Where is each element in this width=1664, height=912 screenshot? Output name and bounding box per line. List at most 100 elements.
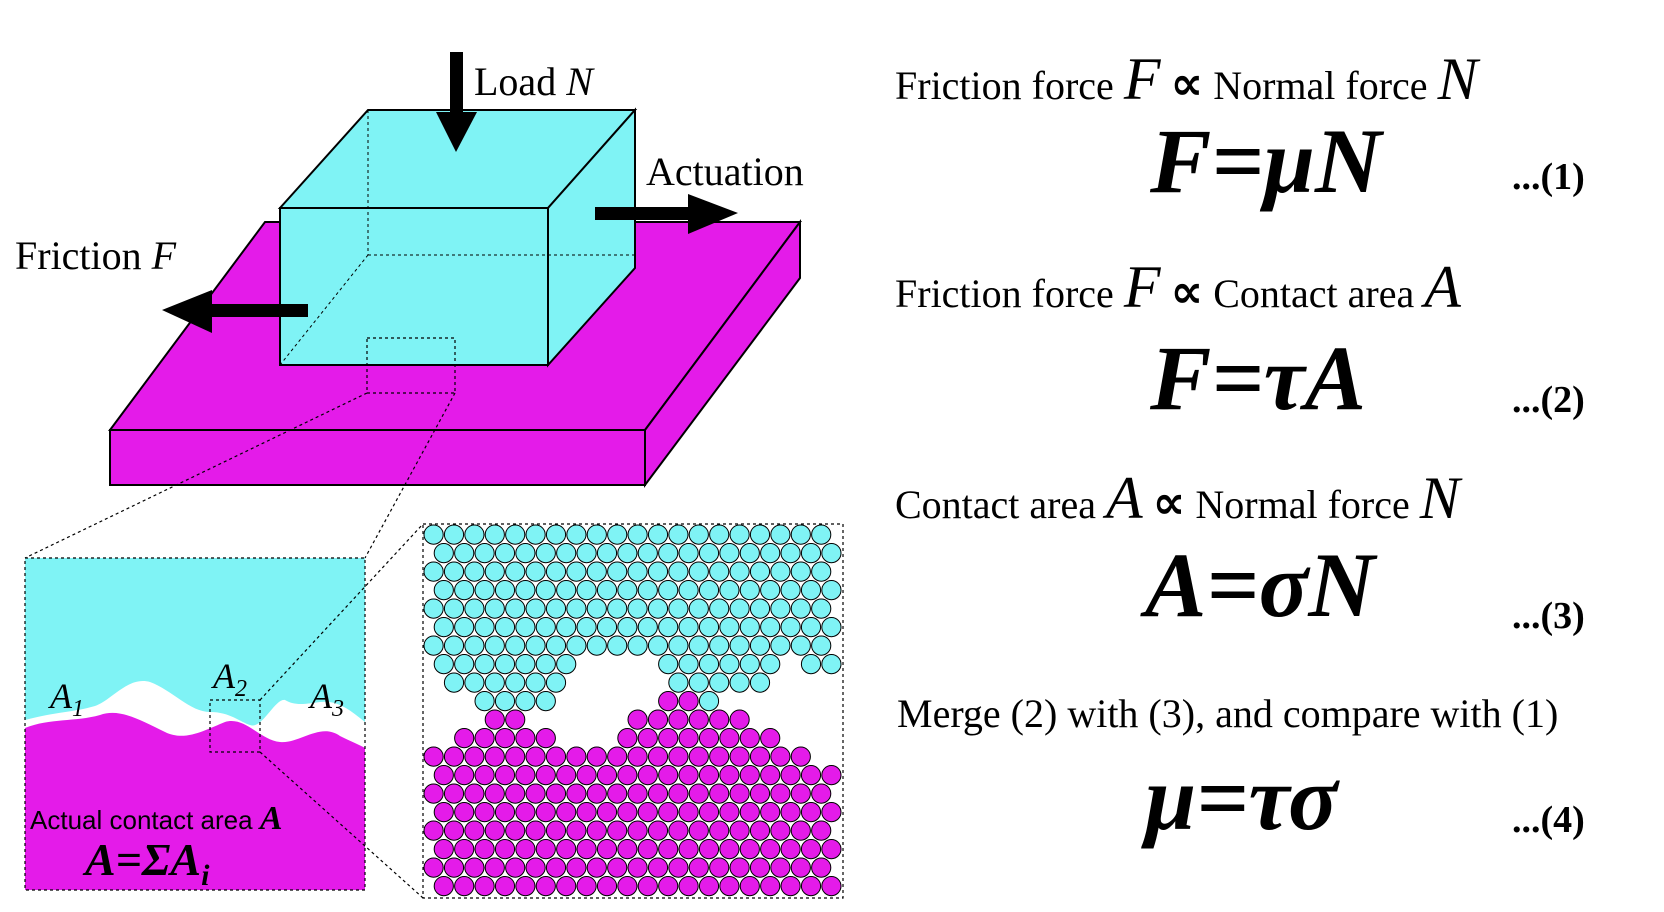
substrate-atom: [576, 765, 597, 786]
block-atom: [739, 654, 760, 675]
block-atom: [780, 580, 801, 601]
block-atom: [535, 543, 556, 564]
statement-symbol: F: [1123, 46, 1161, 112]
substrate-atom: [780, 765, 801, 786]
substrate-atom: [729, 857, 750, 878]
substrate-atom: [780, 839, 801, 860]
block-atom: [760, 654, 781, 675]
substrate-atom: [770, 783, 791, 804]
substrate-atom: [658, 802, 679, 823]
substrate-atom: [586, 746, 607, 767]
block-atom: [596, 580, 618, 601]
block-atom: [556, 654, 577, 675]
substrate-atom: [698, 839, 720, 860]
block-atom: [749, 524, 771, 545]
block-atom: [790, 524, 811, 545]
friction-label: Friction F: [15, 232, 176, 279]
substrate-atom: [464, 783, 485, 804]
block-atom: [698, 617, 720, 638]
sum-formula: A=ΣAi: [85, 833, 209, 893]
block-atom: [780, 617, 801, 638]
substrate-atom: [780, 876, 801, 897]
substrate-atom: [647, 820, 669, 841]
substrate-atom: [525, 746, 546, 767]
substrate-atom: [800, 839, 822, 860]
block-atom: [443, 561, 465, 582]
block-atom: [627, 635, 648, 656]
block-atom: [525, 524, 546, 545]
substrate-atom: [596, 876, 618, 897]
block-atom: [515, 691, 536, 712]
block-atom: [566, 635, 587, 656]
block-atom: [433, 580, 454, 601]
substrate-atom: [739, 839, 760, 860]
contact-symbol: A: [50, 676, 72, 716]
substrate-atom: [494, 802, 516, 823]
block-atom: [729, 672, 750, 693]
atoms-group: [423, 524, 842, 897]
block-atom: [627, 561, 648, 582]
sum-formula-lhs: A=ΣA: [85, 834, 202, 885]
contact-subscript: 3: [332, 696, 344, 723]
friction-symbol: F: [151, 233, 177, 278]
block-atom: [443, 524, 465, 545]
block-atom: [484, 561, 505, 582]
substrate-atom: [515, 765, 536, 786]
block-atom: [484, 672, 505, 693]
block-atom: [443, 598, 465, 619]
block-atom: [760, 617, 781, 638]
block-atom: [780, 543, 801, 564]
substrate-atom: [576, 839, 597, 860]
substrate-atom: [433, 802, 454, 823]
block-atom: [464, 672, 485, 693]
substrate-atom: [658, 876, 679, 897]
block-atom: [770, 561, 791, 582]
block-atom: [505, 561, 526, 582]
actual-area-text: Actual contact area: [30, 805, 253, 835]
block-atom: [749, 672, 771, 693]
block-atom: [749, 598, 771, 619]
block-atom: [545, 598, 567, 619]
substrate-atom: [698, 765, 720, 786]
block-atom: [586, 598, 607, 619]
substrate-atom: [637, 802, 658, 823]
block-atom: [658, 617, 679, 638]
equation-3-statement: Contact area A ∝ Normal force N: [895, 464, 1460, 533]
substrate-atom: [760, 802, 781, 823]
substrate-atom: [433, 765, 454, 786]
substrate-atom: [596, 839, 618, 860]
substrate-atom: [658, 691, 679, 712]
substrate-atom: [535, 876, 556, 897]
block-atom: [586, 635, 607, 656]
block-atom: [729, 635, 750, 656]
block-atom: [423, 561, 444, 582]
substrate-atom: [484, 857, 505, 878]
substrate-atom: [494, 728, 516, 749]
substrate-atom: [535, 802, 556, 823]
substrate-atom: [688, 783, 709, 804]
equation-2-formula: F=τA: [1150, 327, 1366, 429]
substrate-atom: [545, 746, 567, 767]
substrate-atom: [760, 876, 781, 897]
block-atom: [545, 561, 567, 582]
actuation-arrow: [595, 194, 738, 234]
substrate-atom: [647, 709, 669, 730]
substrate-atom: [607, 820, 628, 841]
substrate-atom: [647, 746, 669, 767]
substrate-atom: [709, 746, 730, 767]
block-atom: [719, 654, 740, 675]
substrate-atom: [709, 820, 730, 841]
block-atom: [596, 543, 618, 564]
block-atom: [647, 561, 669, 582]
substrate-atom: [811, 820, 832, 841]
statement-text: Normal force: [1213, 63, 1428, 108]
block-atom: [494, 580, 516, 601]
substrate-atom: [678, 691, 699, 712]
substrate-atom: [484, 783, 505, 804]
substrate-atom: [433, 839, 454, 860]
block-atom: [698, 543, 720, 564]
substrate-atom: [515, 728, 536, 749]
block-atom: [505, 524, 526, 545]
substrate-atom: [668, 820, 689, 841]
substrate-atom: [770, 857, 791, 878]
